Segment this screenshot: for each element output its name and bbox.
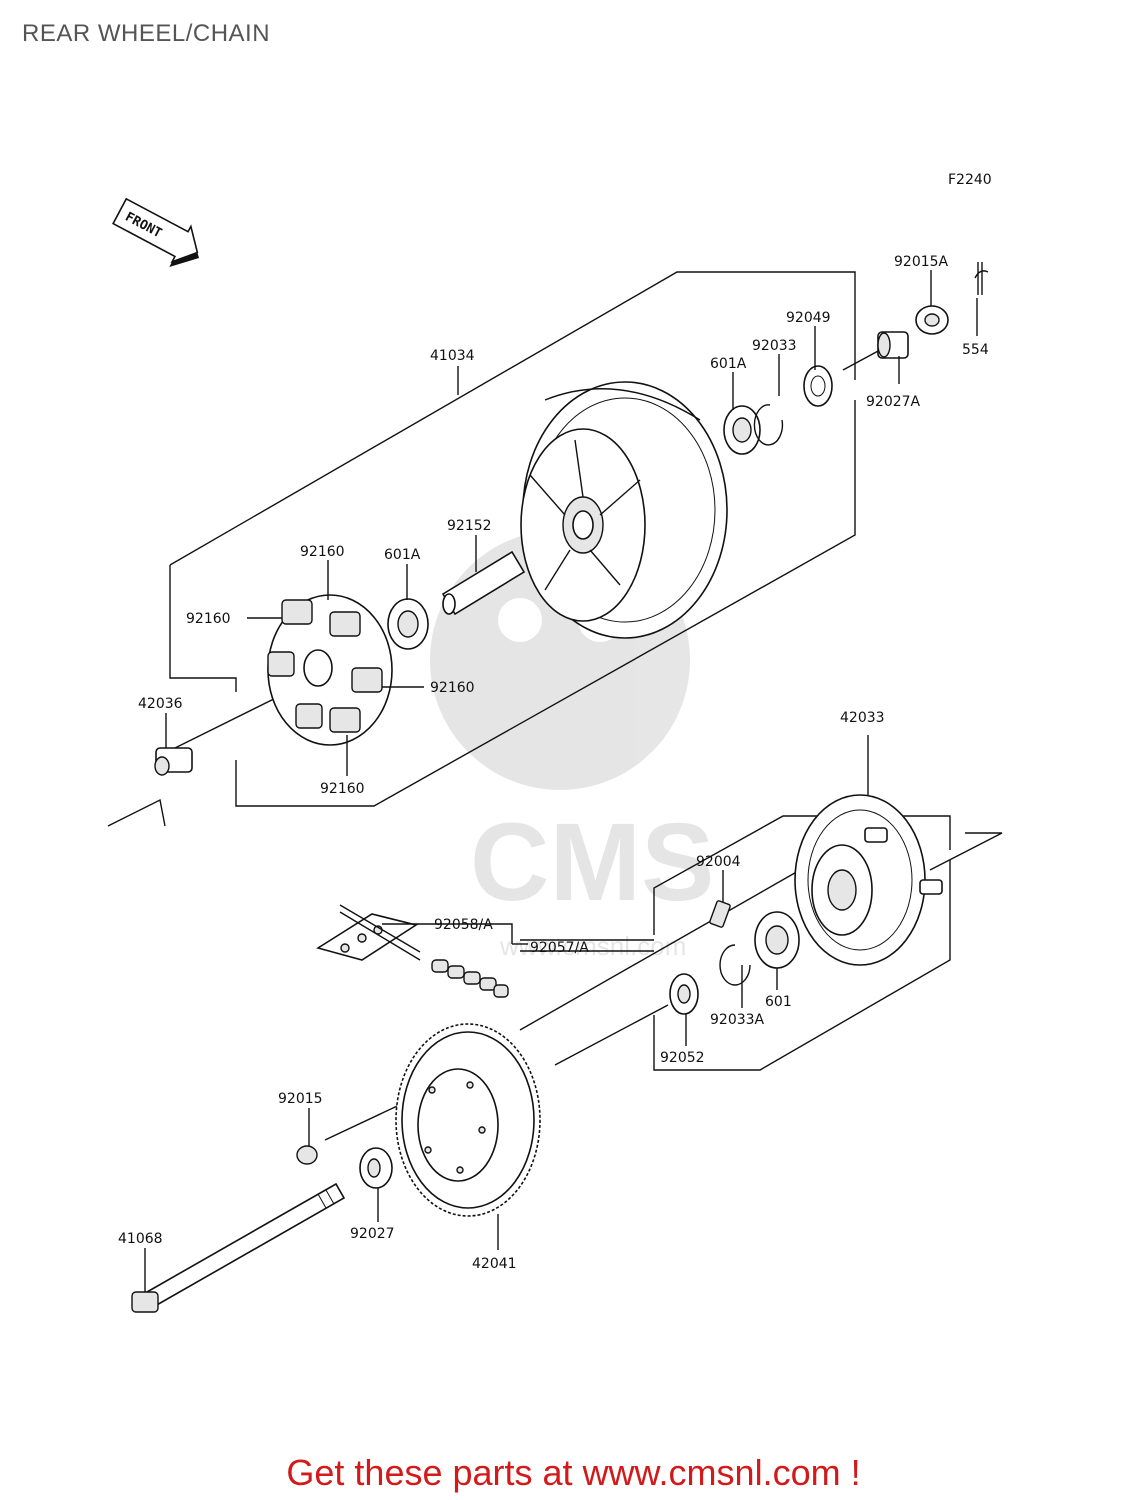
bearing-601a-mid [387, 598, 429, 650]
part-label-92160-a[interactable]: 92160 [300, 544, 345, 560]
front-arrow-icon: FRONT [112, 197, 200, 268]
axle-centerlines [107, 349, 1003, 1141]
watermark-text: CMS [470, 801, 714, 924]
bearing-601a-top [723, 405, 761, 455]
rear-wheel-41034 [520, 381, 728, 639]
part-label-41068[interactable]: 41068 [118, 1231, 163, 1247]
parts-diagram: CMS www.cmsnl.com F2240 FRONT [107, 172, 1003, 1313]
part-label-92027A[interactable]: 92027A [866, 394, 921, 410]
seal-92049 [803, 365, 833, 407]
nut-92015 [296, 1145, 318, 1165]
spacer-92052 [669, 973, 699, 1015]
part-label-92015A[interactable]: 92015A [894, 254, 949, 270]
part-label-92160-d[interactable]: 92160 [320, 781, 365, 797]
damper-92160 [267, 594, 393, 746]
part-label-601[interactable]: 601 [765, 994, 792, 1010]
part-label-92152[interactable]: 92152 [447, 518, 492, 534]
part-labels: 92015A 554 92049 92033 601A 92027A 41034… [118, 254, 989, 1272]
part-label-92058A[interactable]: 92058/A [434, 917, 493, 933]
circlip-92033a [719, 944, 751, 986]
part-label-92015[interactable]: 92015 [278, 1091, 323, 1107]
watermark-url: www.cmsnl.com [499, 931, 686, 961]
part-label-92004[interactable]: 92004 [696, 854, 741, 870]
sleeve-92152 [441, 550, 526, 616]
part-label-92027[interactable]: 92027 [350, 1226, 395, 1242]
part-label-601A-mid[interactable]: 601A [384, 547, 421, 563]
stud-92004 [709, 900, 731, 928]
part-label-42033[interactable]: 42033 [840, 710, 885, 726]
part-label-41034[interactable]: 41034 [430, 348, 475, 364]
bearing-601 [754, 911, 800, 969]
part-label-92033A[interactable]: 92033A [710, 1012, 765, 1028]
coupling-42033 [794, 794, 943, 966]
part-label-601A-top[interactable]: 601A [710, 356, 747, 372]
cotter-pin-554 [974, 262, 989, 295]
part-label-42036[interactable]: 42036 [138, 696, 183, 712]
part-label-92049[interactable]: 92049 [786, 310, 831, 326]
collar-92027a [877, 331, 909, 359]
collar-42036 [154, 747, 193, 776]
part-label-554[interactable]: 554 [962, 342, 989, 358]
chain-92057a [316, 904, 509, 998]
circlip-92033 [753, 404, 784, 446]
nut-92015a [915, 305, 949, 335]
axle-41068 [131, 1182, 346, 1313]
part-label-92033[interactable]: 92033 [752, 338, 797, 354]
upper-assembly-frame [169, 271, 856, 807]
figure-code: F2240 [948, 172, 992, 188]
part-label-92052[interactable]: 92052 [660, 1050, 705, 1066]
page-title: REAR WHEEL/CHAIN [22, 20, 271, 47]
part-label-92160-b[interactable]: 92160 [186, 611, 231, 627]
collar-92027 [359, 1147, 393, 1189]
sprocket-42041 [395, 1023, 541, 1217]
promo-link[interactable]: Get these parts at www.cmsnl.com ! [286, 1452, 861, 1493]
part-label-92057A[interactable]: 92057/A [530, 940, 589, 956]
part-label-92160-c[interactable]: 92160 [430, 680, 475, 696]
part-label-42041[interactable]: 42041 [472, 1256, 517, 1272]
leader-lines [144, 270, 978, 1292]
lower-assembly-frame [520, 735, 951, 1071]
